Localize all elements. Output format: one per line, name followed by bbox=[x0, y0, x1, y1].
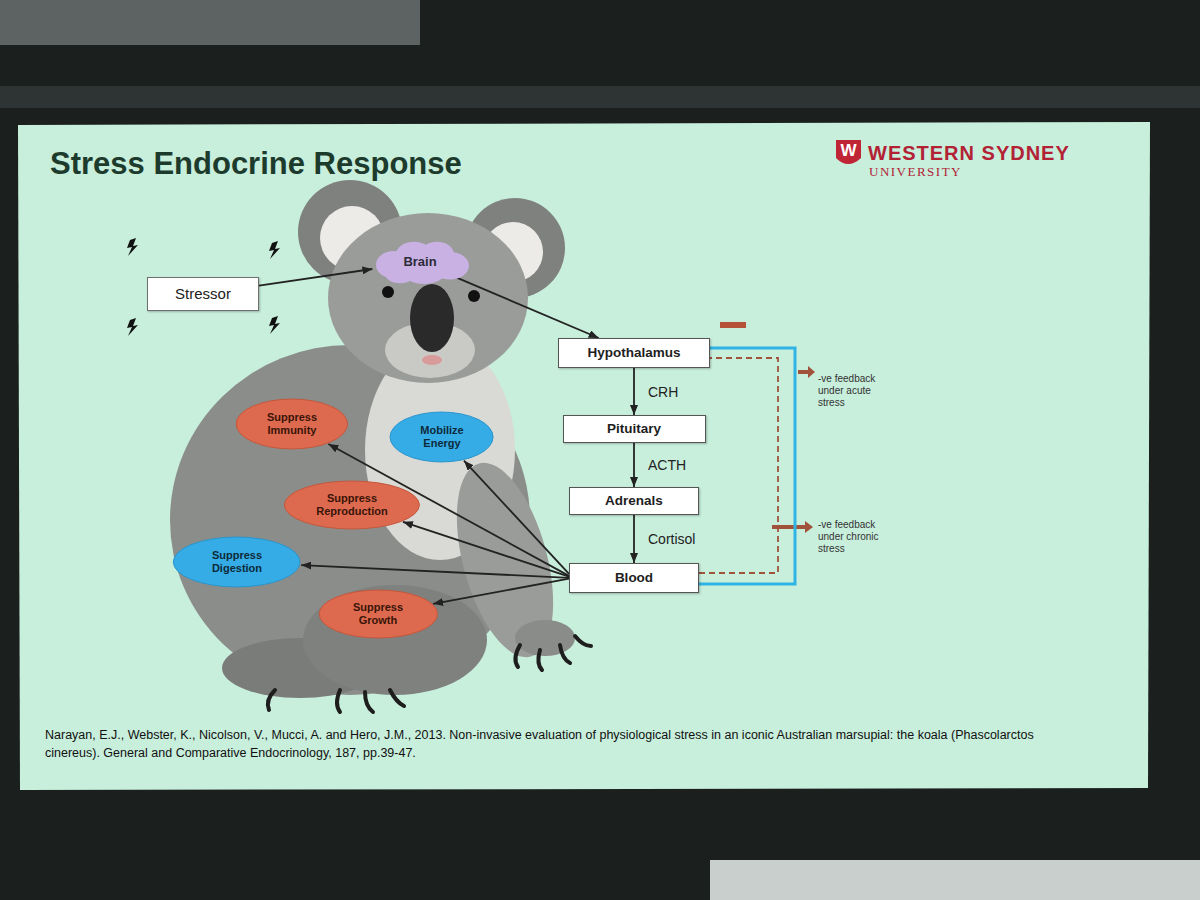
logo-text: UNIVERSITY bbox=[869, 164, 962, 180]
ellipse-fill bbox=[284, 481, 419, 529]
feedback-loop bbox=[699, 348, 795, 584]
koala-nose bbox=[410, 284, 454, 352]
node-text: Suppress Growth bbox=[339, 601, 417, 626]
arrow-connector bbox=[633, 515, 635, 563]
node-text: Suppress Reproduction bbox=[307, 492, 397, 517]
koala-leg bbox=[303, 585, 487, 695]
stress-bolts bbox=[127, 238, 280, 336]
koala-claws bbox=[268, 690, 404, 712]
node-text: Brain bbox=[403, 255, 436, 270]
process-box: Pituitary bbox=[563, 415, 706, 443]
effect-ellipse: Suppress Growth bbox=[318, 589, 439, 639]
koala-hand bbox=[515, 620, 575, 656]
node-text: Suppress Immunity bbox=[255, 411, 328, 436]
koala-head bbox=[328, 213, 528, 383]
node-text: Blood bbox=[615, 570, 653, 586]
arrow-connector bbox=[633, 368, 635, 415]
brain-cloud: Brain bbox=[370, 239, 470, 285]
arrow-connector bbox=[464, 461, 569, 574]
room-reflection bbox=[710, 860, 1200, 900]
logo-text: WESTERN SYDNEY bbox=[868, 141, 1070, 165]
arrow-connector bbox=[403, 522, 569, 577]
ellipse-fill bbox=[236, 399, 347, 449]
logo-mark: W bbox=[836, 141, 861, 161]
feedback-note: -ve feedback under chronic stress bbox=[818, 519, 900, 555]
node-text: Mobilize Energy bbox=[408, 424, 475, 449]
effect-ellipse: Suppress Digestion bbox=[172, 536, 301, 588]
koala-eye bbox=[468, 290, 480, 302]
koala-mouth bbox=[422, 355, 442, 365]
effect-ellipse: Suppress Immunity bbox=[235, 398, 349, 450]
effect-ellipse: Mobilize Energy bbox=[389, 411, 494, 463]
ellipse-fill bbox=[390, 412, 493, 462]
process-box: Adrenals bbox=[569, 487, 699, 515]
node-text: Adrenals bbox=[605, 493, 663, 509]
arrow-connector bbox=[457, 278, 599, 338]
node-text: Stressor bbox=[175, 285, 231, 302]
arrow-connector bbox=[301, 565, 569, 578]
ellipse-fill bbox=[319, 590, 437, 638]
node-text: Pituitary bbox=[607, 421, 661, 437]
arrow-connector bbox=[633, 443, 635, 487]
lightning-bolt bbox=[269, 316, 280, 334]
ellipse-fill bbox=[174, 537, 301, 587]
hormone-label: CRH bbox=[648, 384, 678, 400]
effect-ellipse: Suppress Reproduction bbox=[283, 480, 421, 530]
inhibition-bar bbox=[720, 322, 746, 328]
logo-shield bbox=[836, 140, 861, 164]
arrow-connector bbox=[433, 579, 569, 604]
process-box: Blood bbox=[569, 563, 699, 593]
node-text: Hypothalamus bbox=[587, 345, 680, 361]
lightning-bolt bbox=[269, 241, 280, 259]
hormone-label: ACTH bbox=[648, 457, 686, 473]
process-box: Hypothalamus bbox=[558, 338, 710, 368]
koala-eye bbox=[382, 286, 394, 298]
koala-illustration bbox=[170, 180, 591, 712]
arrow-connector bbox=[259, 269, 372, 286]
slide-ground bbox=[18, 122, 1150, 790]
hormone-label: Cortisol bbox=[648, 531, 695, 547]
screen-frame bbox=[0, 86, 1200, 108]
node-text: Suppress Digestion bbox=[195, 549, 279, 574]
citation-caption: Narayan, E.J., Webster, K., Nicolson, V.… bbox=[45, 726, 1035, 762]
room-wall bbox=[0, 0, 420, 45]
feedback-loop bbox=[699, 358, 778, 573]
slide-title: Stress Endocrine Response bbox=[50, 146, 462, 182]
feedback-note: -ve feedback under acute stress bbox=[818, 373, 900, 409]
stressor-box: Stressor bbox=[147, 277, 259, 311]
lightning-bolt bbox=[127, 318, 138, 336]
lightning-bolt bbox=[127, 238, 138, 256]
koala-claws bbox=[515, 636, 591, 670]
leader-arrow bbox=[798, 366, 815, 378]
